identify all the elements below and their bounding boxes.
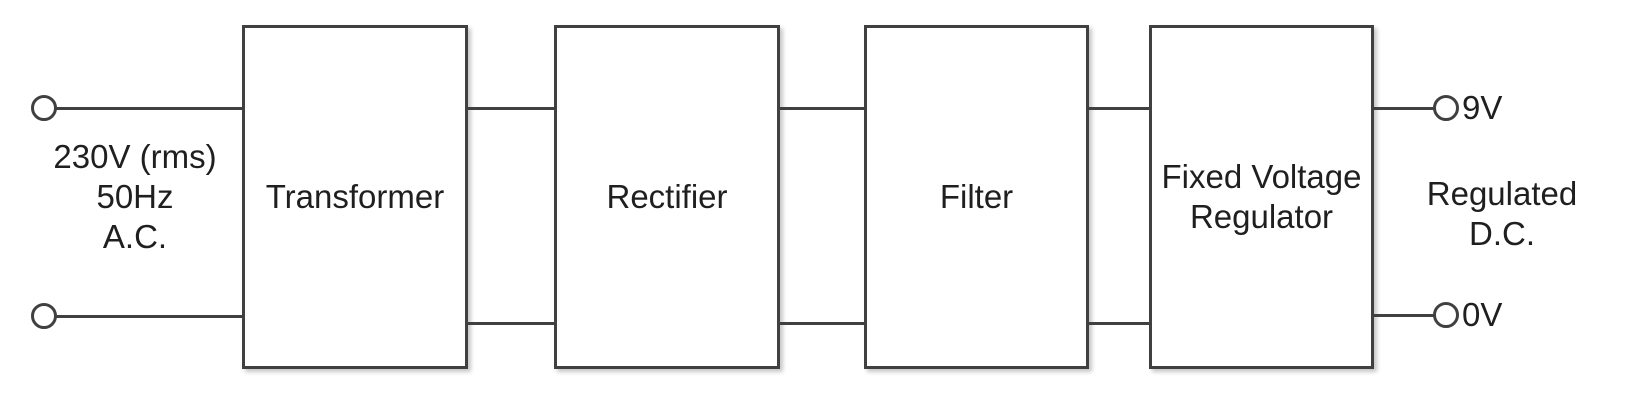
block-filter: Filter bbox=[864, 25, 1089, 369]
output-0v-label: 0V bbox=[1462, 296, 1503, 333]
block-rectifier-label: Rectifier bbox=[606, 178, 728, 215]
input-terminal-bottom bbox=[31, 303, 57, 329]
input-frequency-text: 50Hz bbox=[96, 178, 174, 215]
wire-filter-regulator-bottom bbox=[1089, 322, 1149, 325]
output-9v-label: 9V bbox=[1462, 89, 1503, 126]
wire-transformer-rectifier-top bbox=[468, 107, 554, 110]
wire-input-top bbox=[56, 107, 243, 110]
block-fixed-voltage-regulator: Fixed Voltage Regulator bbox=[1149, 25, 1374, 369]
wire-transformer-rectifier-bottom bbox=[468, 322, 554, 325]
input-label: 230V (rms) 50Hz A.C. bbox=[25, 137, 245, 257]
wire-output-bottom bbox=[1374, 314, 1434, 317]
block-fixed-voltage-regulator-label: Fixed Voltage Regulator bbox=[1161, 158, 1362, 235]
output-regulated-text: Regulated bbox=[1426, 175, 1578, 212]
wire-filter-regulator-top bbox=[1089, 107, 1149, 110]
output-label: Regulated D.C. bbox=[1404, 174, 1600, 254]
wire-rectifier-filter-bottom bbox=[780, 322, 864, 325]
wire-input-bottom bbox=[56, 315, 243, 318]
wire-output-top bbox=[1374, 107, 1434, 110]
block-filter-label: Filter bbox=[939, 178, 1014, 215]
block-transformer-label: Transformer bbox=[265, 178, 445, 215]
output-terminal-0v bbox=[1433, 302, 1459, 328]
block-rectifier: Rectifier bbox=[554, 25, 780, 369]
input-ac-text: A.C. bbox=[102, 218, 168, 255]
input-voltage-text: 230V (rms) bbox=[53, 138, 217, 175]
input-terminal-top bbox=[31, 95, 57, 121]
output-terminal-9v bbox=[1433, 95, 1459, 121]
output-dc-text: D.C. bbox=[1469, 215, 1535, 252]
block-transformer: Transformer bbox=[242, 25, 468, 369]
wire-rectifier-filter-top bbox=[780, 107, 864, 110]
